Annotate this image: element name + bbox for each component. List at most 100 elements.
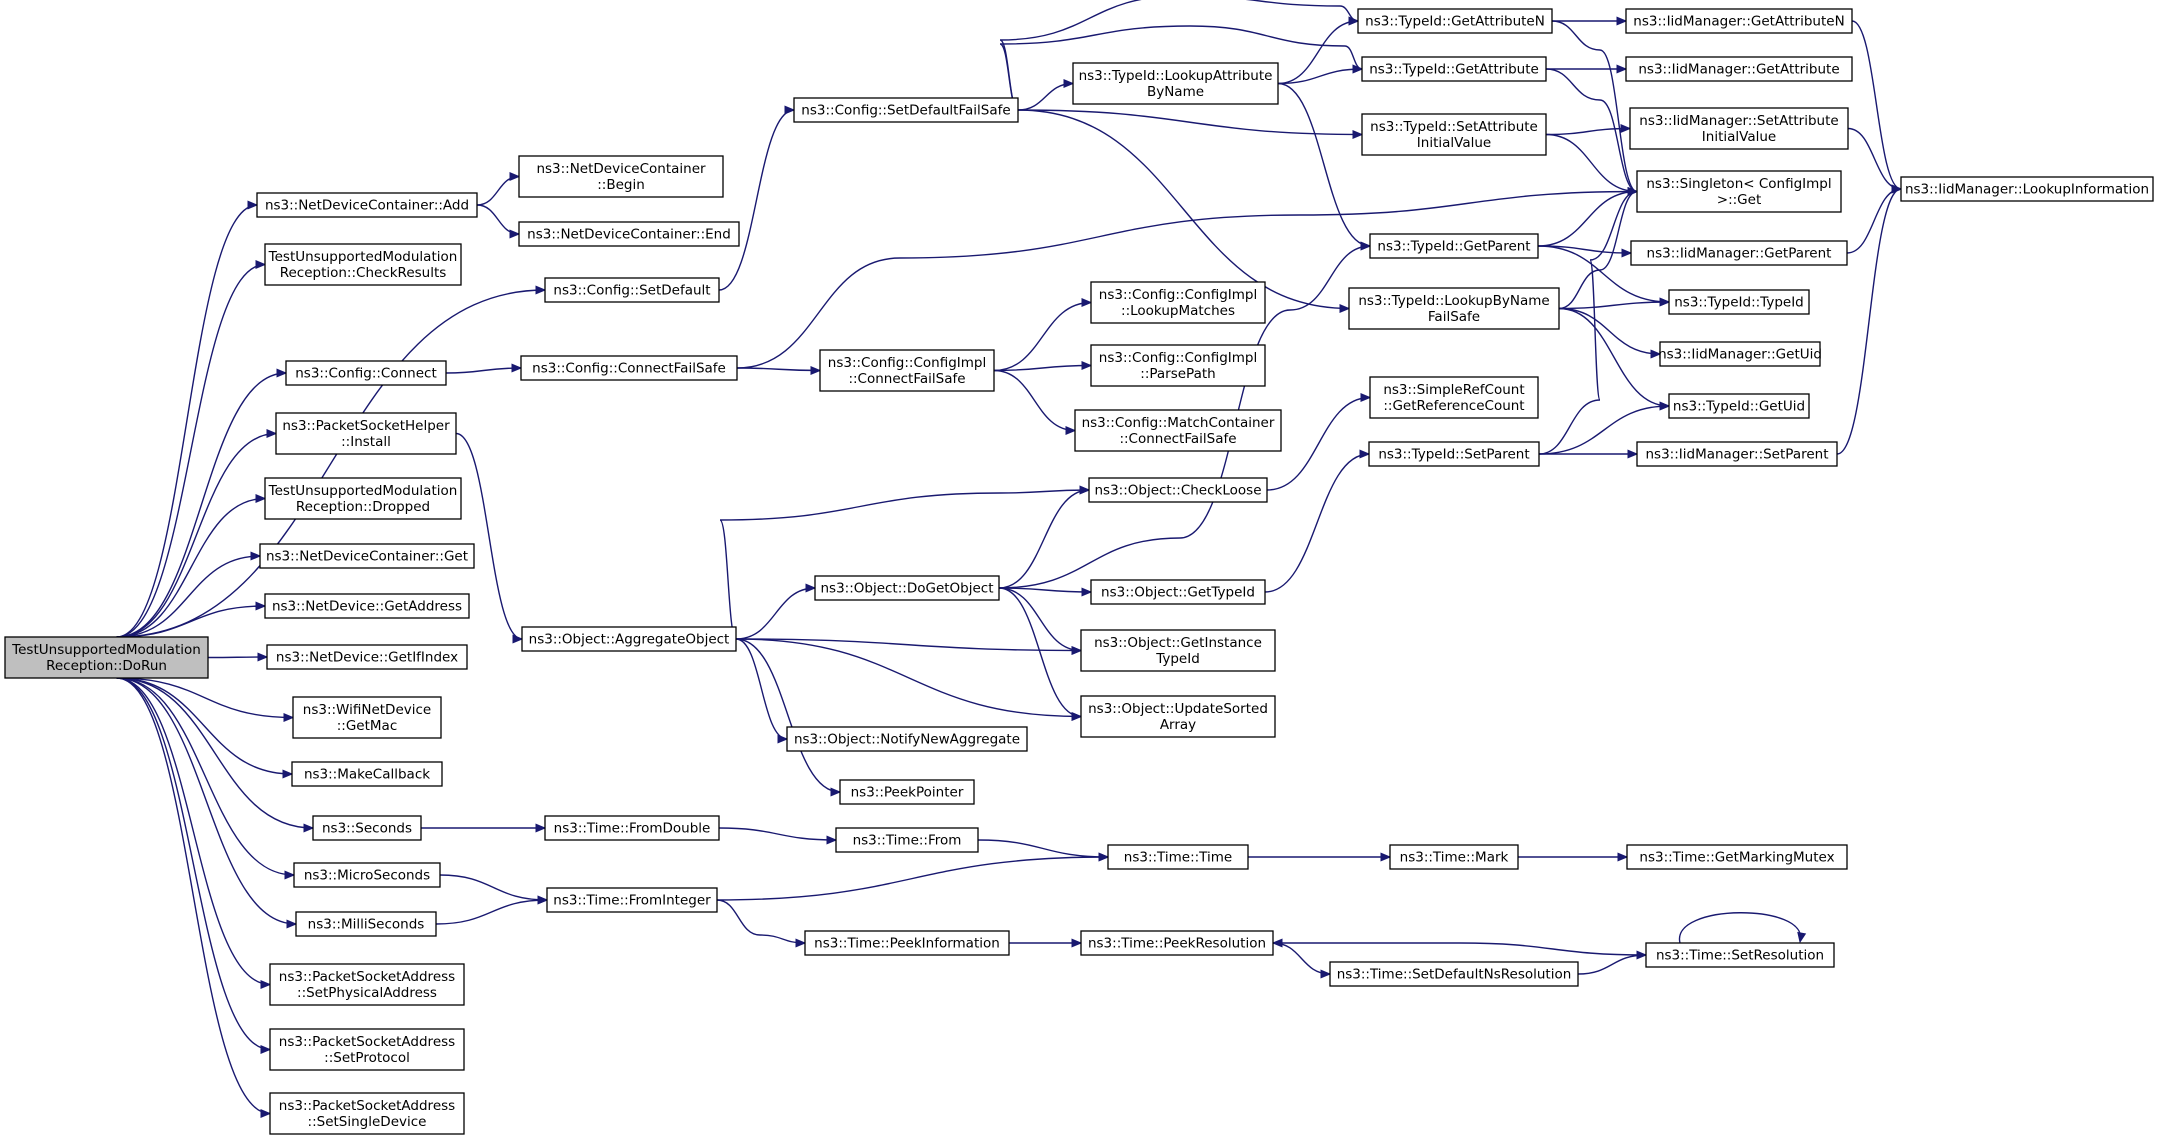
node-cfg-setdefault[interactable]: ns3::Config::SetDefault xyxy=(544,277,720,303)
node-box xyxy=(1361,113,1547,156)
node-wifi-getmac[interactable]: ns3::WifiNetDevice::GetMac xyxy=(292,696,442,739)
edge-psh_install-to-obj_aggregate xyxy=(455,432,524,644)
edge-line xyxy=(1846,188,1902,254)
node-tid-getattrn[interactable]: ns3::TypeId::GetAttributeN xyxy=(1357,8,1553,34)
edge-root-to-check_results xyxy=(116,259,267,638)
node-time-from[interactable]: ns3::Time::From xyxy=(835,827,979,853)
node-cfgimpl-connectfs[interactable]: ns3::Config::ConfigImpl::ConnectFailSafe xyxy=(819,349,995,392)
node-psa-setproto[interactable]: ns3::PacketSocketAddress::SetProtocol xyxy=(269,1028,465,1071)
node-makecallback[interactable]: ns3::MakeCallback xyxy=(291,761,443,787)
node-psh-install[interactable]: ns3::PacketSocketHelper::Install xyxy=(275,412,457,455)
node-label: ns3::Time::SetDefaultNsResolution xyxy=(1337,967,1572,983)
edge-line xyxy=(116,677,295,876)
edge-line xyxy=(116,432,277,638)
node-iid-setparent[interactable]: ns3::IidManager::SetParent xyxy=(1636,441,1838,467)
edge-time_setres-to-time_peekres xyxy=(1271,938,1647,956)
node-time-fromdouble[interactable]: ns3::Time::FromDouble xyxy=(544,815,720,841)
node-label: ns3::WifiNetDevice xyxy=(303,702,431,718)
edge-iid_getattrn-to-iid_lookupinfo xyxy=(1851,20,1903,194)
node-time-peekres[interactable]: ns3::Time::PeekResolution xyxy=(1080,930,1274,956)
edge-tid_lookupattr-to-tid_getattrn xyxy=(1277,16,1360,85)
node-root[interactable]: TestUnsupportedModulationReception::DoRu… xyxy=(4,636,209,679)
node-iid-getattrn[interactable]: ns3::IidManager::GetAttributeN xyxy=(1625,8,1853,34)
node-matchcont-connectfs[interactable]: ns3::Config::MatchContainer::ConnectFail… xyxy=(1074,409,1282,452)
node-psa-setphys[interactable]: ns3::PacketSocketAddress::SetPhysicalAdd… xyxy=(269,963,465,1006)
node-iid-getparent[interactable]: ns3::IidManager::GetParent xyxy=(1630,240,1848,266)
node-tid-getparent[interactable]: ns3::TypeId::GetParent xyxy=(1369,233,1539,259)
node-seconds[interactable]: ns3::Seconds xyxy=(312,815,422,841)
node-ndc-begin[interactable]: ns3::NetDeviceContainer::Begin xyxy=(518,155,724,198)
node-milliseconds[interactable]: ns3::MilliSeconds xyxy=(295,911,437,937)
node-tid-setparent[interactable]: ns3::TypeId::SetParent xyxy=(1368,441,1540,467)
node-time-frominteger[interactable]: ns3::Time::FromInteger xyxy=(546,887,718,913)
node-time-getmarkingmutex[interactable]: ns3::Time::GetMarkingMutex xyxy=(1626,844,1848,870)
edge-root-to-cfg_connect xyxy=(116,368,288,638)
node-cfg-connectfs[interactable]: ns3::Config::ConnectFailSafe xyxy=(520,355,738,381)
edge-line xyxy=(998,245,1371,589)
edge-line xyxy=(116,677,271,1115)
node-label: ns3::Time::Mark xyxy=(1400,850,1509,866)
edge-arrowhead xyxy=(535,285,547,295)
node-obj-notifynew[interactable]: ns3::Object::NotifyNewAggregate xyxy=(786,726,1028,752)
node-label: ns3::Time::SetResolution xyxy=(1656,948,1824,964)
node-label: TestUnsupportedModulation xyxy=(268,483,458,499)
edge-arrowhead xyxy=(805,583,817,593)
node-tid-typeid[interactable]: ns3::TypeId::TypeId xyxy=(1668,289,1810,315)
node-nd-getaddress[interactable]: ns3::NetDevice::GetAddress xyxy=(264,593,470,619)
node-label: ns3::IidManager::GetUid xyxy=(1658,347,1822,363)
edge-line xyxy=(719,489,1090,640)
edge-arrowhead xyxy=(1797,931,1807,944)
edge-line xyxy=(116,677,293,775)
edge-line xyxy=(1836,188,1902,455)
node-cfg-connect[interactable]: ns3::Config::Connect xyxy=(285,360,447,386)
node-time-mark[interactable]: ns3::Time::Mark xyxy=(1389,844,1519,870)
node-iid-setattrinit[interactable]: ns3::IidManager::SetAttributeInitialValu… xyxy=(1629,107,1849,150)
node-cfgimpl-lookup[interactable]: ns3::Config::ConfigImpl::LookupMatches xyxy=(1090,281,1266,324)
node-label: ns3::Config::ConfigImpl xyxy=(828,355,986,371)
node-iid-lookupinfo[interactable]: ns3::IidManager::LookupInformation xyxy=(1900,176,2154,202)
node-obj-aggregate[interactable]: ns3::Object::AggregateObject xyxy=(521,626,737,652)
edge-line xyxy=(1017,109,1363,136)
edge-arrowhead xyxy=(283,712,295,723)
node-iid-getuid[interactable]: ns3::IidManager::GetUid xyxy=(1658,341,1822,367)
edge-root-to-makecallback xyxy=(116,677,294,779)
node-obj-dogetobject[interactable]: ns3::Object::DoGetObject xyxy=(814,575,1000,601)
node-microseconds[interactable]: ns3::MicroSeconds xyxy=(293,862,441,888)
node-box xyxy=(285,360,447,386)
node-box xyxy=(1900,176,2154,202)
node-ndc-add[interactable]: ns3::NetDeviceContainer::Add xyxy=(256,192,478,218)
node-nd-getifindex[interactable]: ns3::NetDevice::GetIfIndex xyxy=(266,644,468,670)
node-cfgimpl-parse[interactable]: ns3::Config::ConfigImpl::ParsePath xyxy=(1090,344,1266,387)
node-singleton-get[interactable]: ns3::Singleton< ConfigImpl >::Get xyxy=(1636,170,1842,213)
node-check-results[interactable]: TestUnsupportedModulationReception::Chec… xyxy=(264,243,462,286)
edge-line xyxy=(1277,20,1359,85)
node-dropped[interactable]: TestUnsupportedModulationReception::Drop… xyxy=(264,477,462,520)
node-simplerefcount[interactable]: ns3::SimpleRefCount::GetReferenceCount xyxy=(1369,376,1539,419)
node-time-peekinfo[interactable]: ns3::Time::PeekInformation xyxy=(804,930,1010,956)
node-box xyxy=(1368,441,1540,467)
node-ndc-get[interactable]: ns3::NetDeviceContainer::Get xyxy=(259,543,475,569)
node-psa-setsingle[interactable]: ns3::PacketSocketAddress::SetSingleDevic… xyxy=(269,1092,465,1135)
node-time-time[interactable]: ns3::Time::Time xyxy=(1107,844,1249,870)
edge-tid_lookupattr-to-tid_getparent xyxy=(1277,82,1372,251)
node-peekpointer[interactable]: ns3::PeekPointer xyxy=(839,779,975,805)
node-iid-getattr[interactable]: ns3::IidManager::GetAttribute xyxy=(1625,56,1853,82)
node-obj-gettypeid[interactable]: ns3::Object::GetTypeId xyxy=(1090,579,1266,605)
node-tid-getuid[interactable]: ns3::TypeId::GetUid xyxy=(1668,393,1810,419)
node-time-setres[interactable]: ns3::Time::SetResolution xyxy=(1645,942,1835,968)
node-label: ns3::MakeCallback xyxy=(304,767,430,783)
node-cfg-setdefaultfs[interactable]: ns3::Config::SetDefaultFailSafe xyxy=(793,97,1019,123)
edge-line xyxy=(736,190,1638,369)
node-tid-getattr[interactable]: ns3::TypeId::GetAttribute xyxy=(1361,56,1547,82)
edge-cfgimpl_connectfs-to-cfgimpl_lookup xyxy=(993,297,1093,372)
node-label: ns3::Time::From xyxy=(853,833,962,849)
node-obj-checkloose[interactable]: ns3::Object::CheckLoose xyxy=(1088,477,1268,503)
node-ndc-end[interactable]: ns3::NetDeviceContainer::End xyxy=(518,221,740,247)
node-time-setdefaultns[interactable]: ns3::Time::SetDefaultNsResolution xyxy=(1329,961,1579,987)
